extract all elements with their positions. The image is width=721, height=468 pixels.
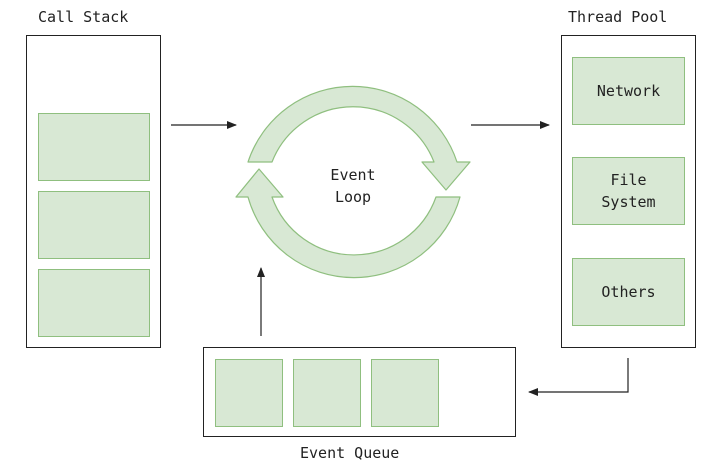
event-queue-item [371,359,439,427]
thread-pool-worker-others: Others [572,258,685,326]
event-loop-arrow-bottom [235,168,461,279]
event-loop-label: Event Loop [303,164,403,208]
worker-label: Others [601,283,656,301]
event-queue-panel [203,347,516,437]
worker-label: Network [596,82,661,100]
event-loop-label-line1: Event [330,166,376,184]
call-stack-frame [38,191,150,259]
event-loop-label-line2: Loop [334,188,372,206]
event-queue-item [215,359,283,427]
call-stack-frame [38,269,150,337]
thread-pool-worker-network: Network [572,57,685,125]
call-stack-frame [38,113,150,181]
call-stack-title: Call Stack [38,8,129,26]
worker-label: File System [601,171,656,211]
call-stack-panel [26,35,161,348]
event-queue-title: Event Queue [300,444,400,462]
event-loop-arrow-top [247,85,471,191]
thread-pool-panel: Network File System Others [561,35,696,348]
thread-pool-title: Thread Pool [568,8,668,26]
event-queue-item [293,359,361,427]
arrow-threadpool-to-queue [528,358,629,396]
thread-pool-worker-file-system: File System [572,157,685,225]
